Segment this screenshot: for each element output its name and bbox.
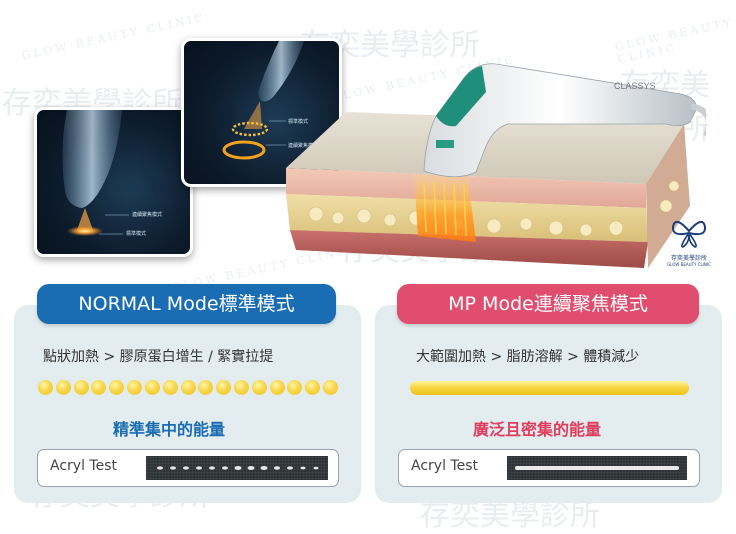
energy-dot [233,380,249,395]
mp-mode-line-pattern [410,381,689,395]
mp-mode-process: 大範圍加熱 > 脂肪溶解 > 體積減少 [416,349,640,365]
acryl-test-label: Acryl Test [411,458,478,474]
watermark-text-en: GLOW BEAUTY CLINIC [20,10,208,63]
clinic-logo-subtitle: GLOW BEAUTY CLINIC [667,262,711,267]
inset-label: 連續聚焦模式 [288,143,319,149]
mp-mode-energy: 廣泛且密集的能量 [473,420,602,439]
acryl-dotted-trace [157,466,319,470]
inset-label: 連續聚焦模式 [132,212,163,218]
normal-mode-title: NORMAL Mode標準模式 [37,284,336,324]
energy-dot [269,380,285,395]
normal-acryl-test-box: Acryl Test [37,449,339,487]
skin-layer-illustration: CLASSYS [286,36,712,276]
butterfly-icon [671,220,707,248]
transducer-tip-illustration [62,110,129,236]
energy-dot [323,380,338,395]
inset-normal-mode-image: 連續聚焦模式 標準模式 [34,107,193,257]
acryl-sample-dotted [146,456,328,480]
energy-dot [198,380,214,395]
energy-dot [144,380,160,395]
clinic-logo-name: 存奕美學診所 [670,255,707,262]
ring-focus-illustration [222,41,304,160]
acryl-continuous-trace [515,466,679,470]
normal-mode-dot-pattern [38,380,338,400]
energy-dot [287,380,303,395]
inset-label: 標準模式 [126,231,147,237]
energy-dot [162,380,178,395]
inset-label: 標準模式 [288,119,309,125]
mp-acryl-test-box: Acryl Test [398,449,700,487]
energy-dot [251,380,267,395]
normal-mode-energy: 精準集中的能量 [113,420,226,439]
mp-mode-title: MP Mode連續聚焦模式 [397,284,699,324]
energy-dot [305,380,321,395]
device-brand-label: CLASSYS [614,81,656,91]
tissue-block-diagram [286,63,712,268]
energy-dot [127,380,143,395]
clinic-logo: 存奕美學診所 GLOW BEAUTY CLINIC [662,213,716,267]
normal-mode-process: 點狀加熱 > 膠原蛋白增生 / 緊實拉提 [43,349,274,365]
energy-dot [109,380,125,395]
energy-dot [216,380,232,395]
energy-dot [91,380,107,395]
acryl-test-label: Acryl Test [50,458,117,474]
energy-dot [180,380,196,395]
acryl-sample-continuous [507,456,687,480]
energy-dot [38,380,53,395]
energy-dot [73,380,89,395]
energy-dot [55,380,71,395]
